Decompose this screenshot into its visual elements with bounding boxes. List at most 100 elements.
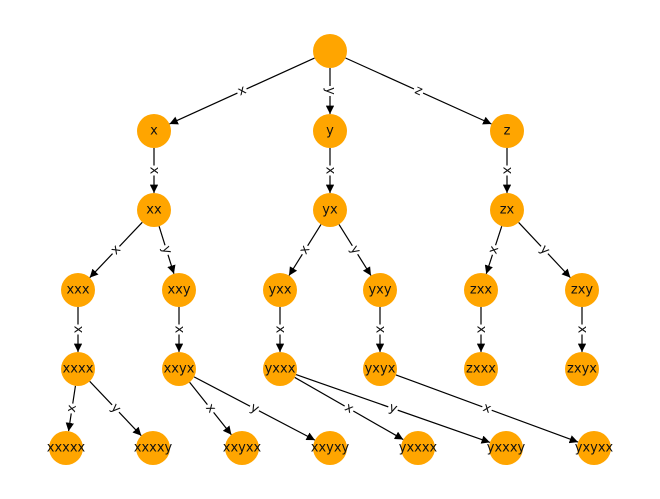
edge-label-group-z-zx: x <box>500 165 515 176</box>
edge-label-background <box>535 240 554 259</box>
node-label-yxxxx: yxxxx <box>399 441 438 456</box>
node-zxxx <box>464 352 498 386</box>
edge-label-group-xxyx-xxyxy: y <box>246 399 263 418</box>
node-label-y: y <box>326 124 334 139</box>
edge-label-background <box>500 165 515 176</box>
node-z <box>490 114 524 148</box>
node-label-xxxx: xxxx <box>63 362 94 377</box>
node-yxyxx <box>577 431 611 465</box>
node-label-zxx: zxx <box>470 283 493 298</box>
edge-label-background <box>346 241 365 258</box>
edge-label-background <box>246 399 263 418</box>
edge-label-group-yx-yxy: y <box>346 241 365 258</box>
edge-label-group-xxy-xxyx: x <box>172 324 187 335</box>
edge-label-background <box>373 324 388 335</box>
edge-label-background <box>575 324 590 335</box>
node-yxx <box>263 273 297 307</box>
node-xxyx <box>162 352 196 386</box>
node-label-zx: zx <box>500 203 515 218</box>
node-zxyx <box>565 352 599 386</box>
node-xxy <box>162 273 196 307</box>
edge-label-background <box>411 81 427 100</box>
node-zx <box>490 193 524 227</box>
node-label-x: x <box>150 124 158 139</box>
edge-label-group-yxxx-yxxxy: y <box>385 399 401 417</box>
edge-label-group-xxyx-xxyxx: x <box>201 399 220 417</box>
node-xxyxy <box>313 431 347 465</box>
edge-label-group-yxy-yxyx: x <box>373 324 388 335</box>
edge-label-group-yx-yxx: x <box>295 241 314 258</box>
edge-label-background <box>273 324 288 335</box>
edge-label-background <box>474 324 489 335</box>
node-zxx <box>464 273 498 307</box>
edge-label-group-x-xx: x <box>147 165 162 176</box>
edge-label-background <box>201 399 220 417</box>
edge-label-group-root-z: z <box>411 81 427 100</box>
edge-label: x <box>474 326 489 334</box>
node-x <box>137 114 171 148</box>
node-label-xxyxy: xxyxy <box>311 441 350 456</box>
node-label-xxyx: xxyx <box>164 362 195 377</box>
node-label-yxy: yxy <box>368 283 391 298</box>
edge-label: x <box>64 403 80 413</box>
node-label-yxyx: yxyx <box>365 362 396 377</box>
node-yxxxy <box>489 431 523 465</box>
edge-label: x <box>273 326 288 334</box>
node-label-zxxx: zxxx <box>466 362 496 377</box>
node-y <box>313 114 347 148</box>
edge-label-background <box>385 399 401 417</box>
edge-label-background <box>479 399 495 417</box>
node-label-z: z <box>504 124 511 139</box>
node-label-xxx: xxx <box>66 283 89 298</box>
edge-label-background <box>172 324 187 335</box>
node-label-zxyx: zxyx <box>567 362 597 377</box>
node-label-xxyxx: xxyxx <box>223 441 262 456</box>
node-label-xxy: xxy <box>167 283 190 298</box>
edge-label-group-yxxx-yxxxx: x <box>341 399 358 417</box>
edge-label: x <box>147 167 162 175</box>
edge-label: x <box>373 326 388 334</box>
edge-label-background <box>484 242 503 257</box>
edge-label: x <box>71 326 86 334</box>
node-xxyxx <box>225 431 259 465</box>
node-zxy <box>565 273 599 307</box>
edge-label-background <box>323 86 338 96</box>
node-xxxxy <box>136 431 170 465</box>
edge-label-group-yxyx-yxyxx: x <box>479 399 495 417</box>
node-yxyx <box>363 352 397 386</box>
edge-label-background <box>106 399 125 417</box>
node-root <box>313 34 347 68</box>
edge-label-background <box>71 324 86 335</box>
edge-label-group-zxx-zxxx: x <box>474 324 489 335</box>
edge-label-group-zxy-zxyx: x <box>575 324 590 335</box>
node-yxxx <box>263 352 297 386</box>
node-xx <box>137 193 171 227</box>
edge-label-group-yxx-yxxx: x <box>273 324 288 335</box>
node-label-yxxx: yxxx <box>265 362 296 377</box>
node-yx <box>313 193 347 227</box>
edge-label-group-xx-xxy: y <box>158 242 176 257</box>
edge-label-background <box>106 240 125 259</box>
edge-label-group-xxx-xxxx: x <box>71 324 86 335</box>
node-xxxx <box>61 352 95 386</box>
edge-label-background <box>323 165 338 176</box>
node-yxy <box>363 273 397 307</box>
node-label-zxy: zxy <box>571 283 594 298</box>
edge-label-background <box>234 81 250 100</box>
edge-label-group-zx-zxx: x <box>484 242 503 257</box>
edge-label-background <box>63 402 80 415</box>
node-xxx <box>61 273 95 307</box>
node-xxxxx <box>49 431 83 465</box>
edge-label-group-root-y: y <box>323 86 338 96</box>
edge-label: x <box>323 167 338 175</box>
edge-label-background <box>295 241 314 258</box>
edge-label: x <box>575 326 590 334</box>
edge-label: y <box>323 87 338 95</box>
node-label-xxxxy: xxxxy <box>134 441 173 456</box>
node-label-yx: yx <box>322 203 338 218</box>
node-label-xxxxx: xxxxx <box>47 441 86 456</box>
node-label-yxyxx: yxyxx <box>575 441 614 456</box>
